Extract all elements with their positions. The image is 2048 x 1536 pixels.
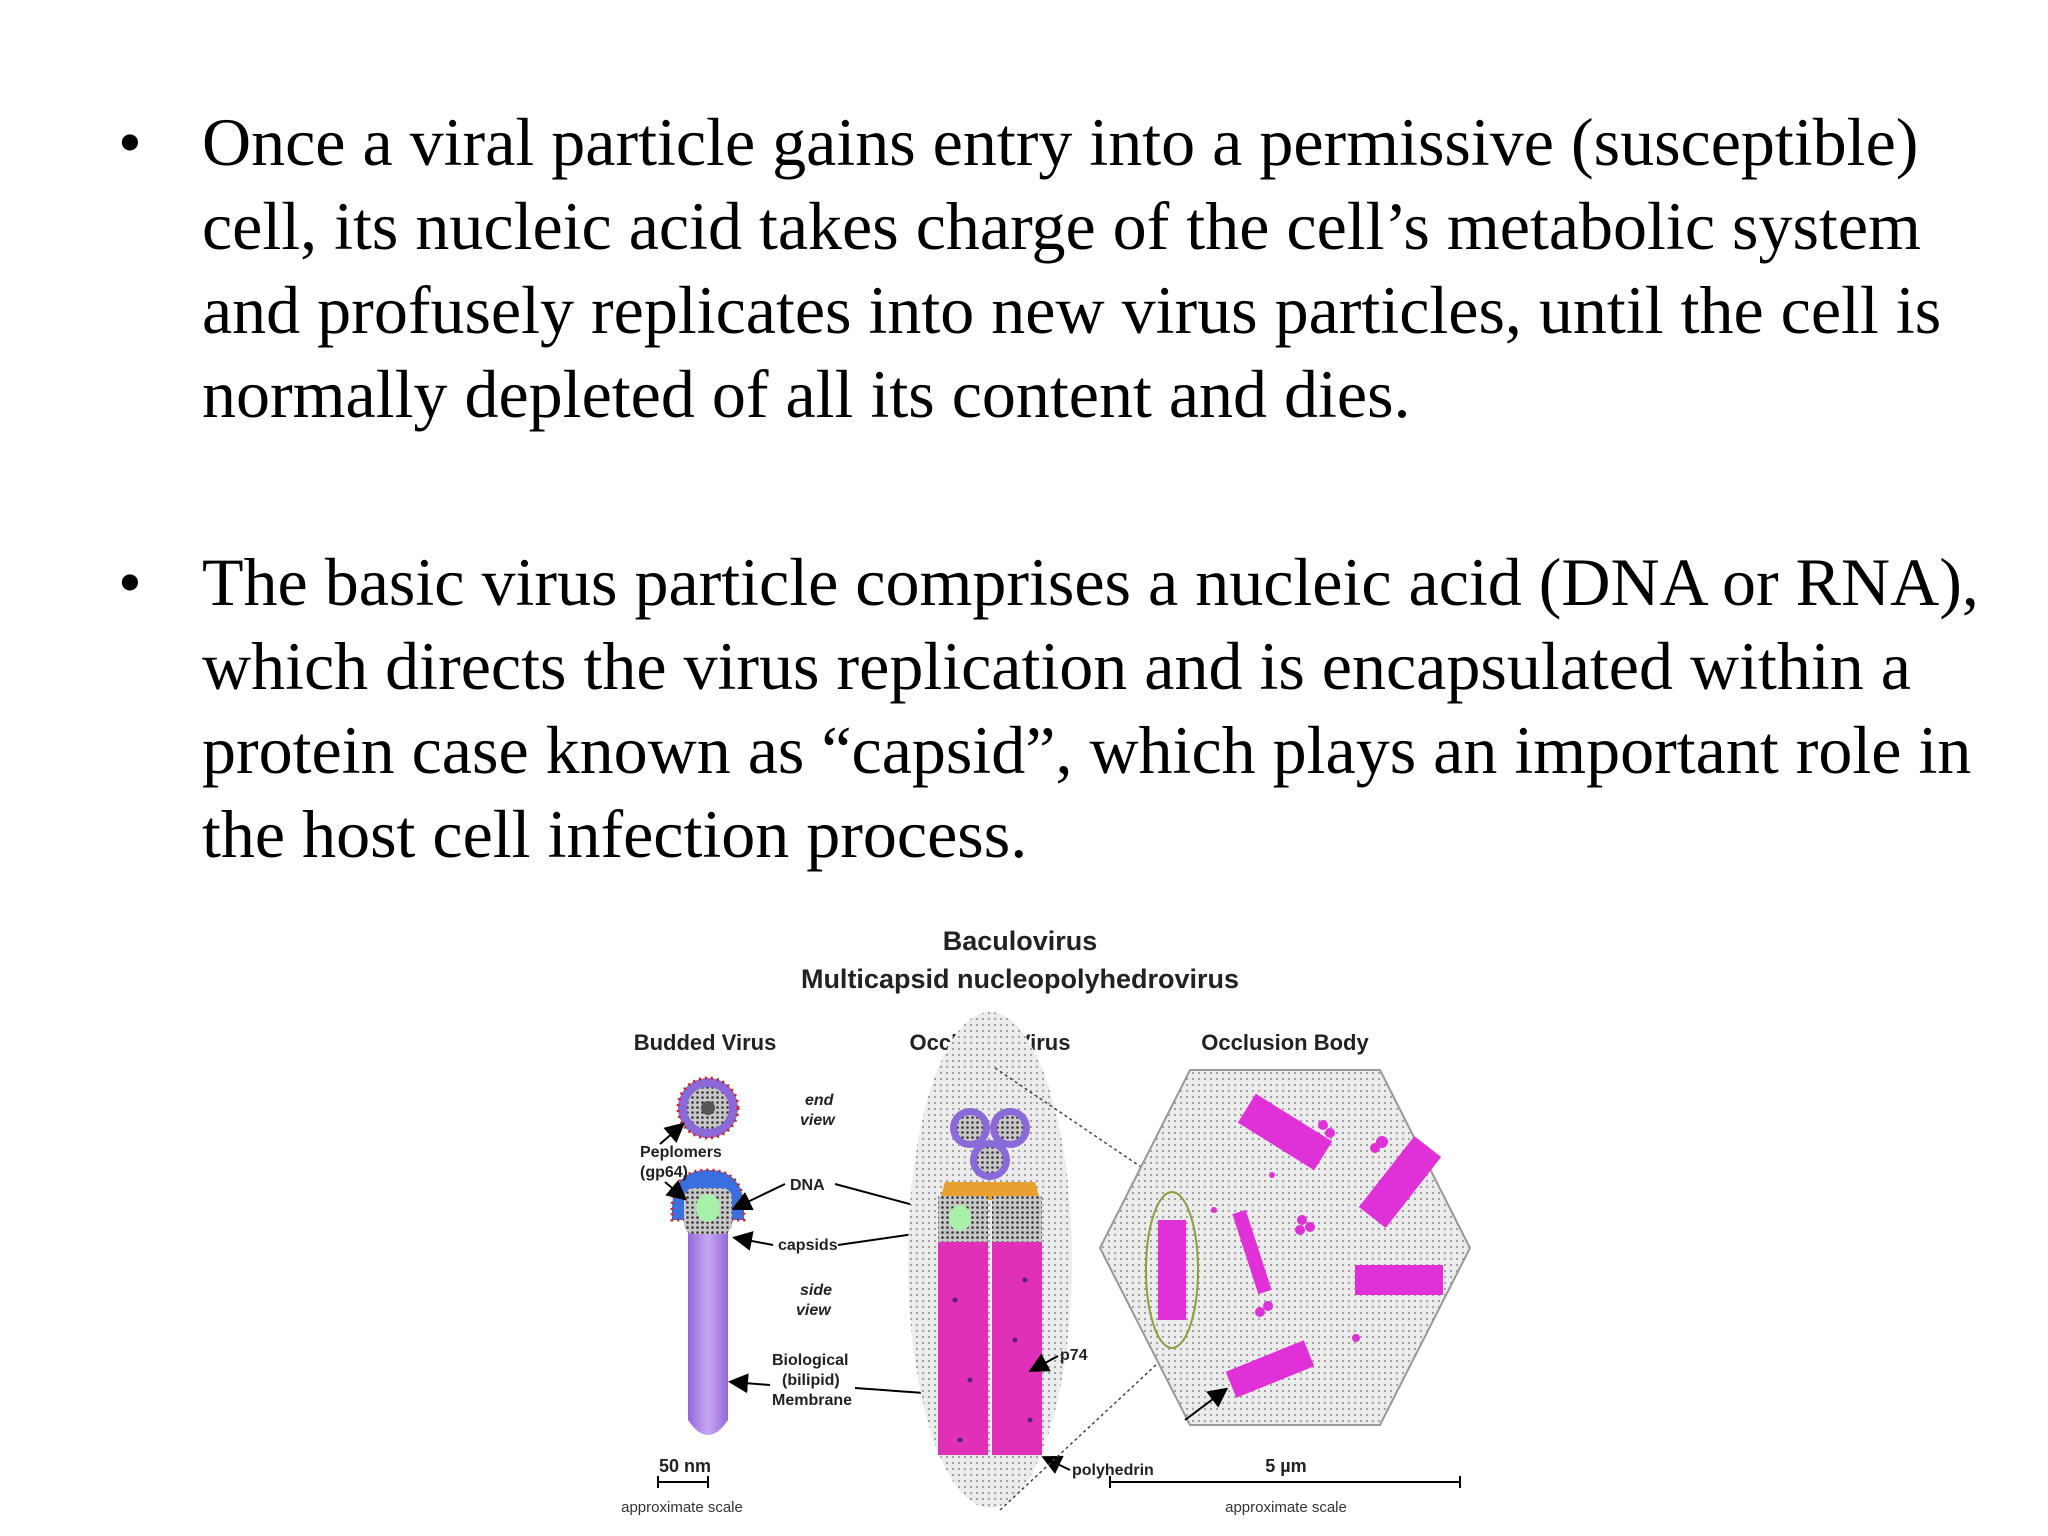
- scale-bar-left: [657, 1476, 709, 1488]
- occlusion-body: [1098, 1069, 1472, 1426]
- label-bilipid: (bilipid): [782, 1372, 840, 1389]
- budded-virus-side-view: [670, 1168, 746, 1435]
- label-membrane: Membrane: [772, 1392, 852, 1409]
- column-budded-virus: Budded Virus: [634, 1030, 777, 1055]
- diagram-subtitle: Multicapsid nucleopolyhedrovirus: [801, 964, 1239, 994]
- bullet-text: The basic virus particle comprises a nuc…: [202, 544, 1979, 872]
- label-end-view: view: [800, 1112, 836, 1129]
- bullet-item: • The basic virus particle comprises a n…: [118, 540, 1998, 876]
- bullet-text: Once a viral particle gains entry into a…: [202, 104, 1942, 432]
- label-side-view: view: [796, 1302, 832, 1319]
- label-gp64: (gp64): [640, 1164, 688, 1181]
- label-biological: Biological: [772, 1352, 848, 1369]
- bullet-marker: •: [118, 104, 142, 180]
- label-capsids: capsids: [778, 1237, 838, 1254]
- label-p74: p74: [1060, 1347, 1088, 1364]
- scale-right-caption: approximate scale: [1225, 1499, 1347, 1516]
- diagram-title: Baculovirus: [943, 926, 1098, 956]
- scale-bar-right: [1109, 1476, 1461, 1488]
- column-occlusion-body: Occlusion Body: [1201, 1030, 1369, 1055]
- label-dna: DNA: [790, 1177, 825, 1194]
- scale-left-value: 50 nm: [659, 1456, 711, 1476]
- baculovirus-diagram: Baculovirus Multicapsid nucleopolyhedrov…: [621, 926, 1472, 1516]
- bullet-marker: •: [118, 544, 142, 620]
- bullet-item: • Once a viral particle gains entry into…: [118, 100, 1998, 436]
- label-peplomers: Peplomers: [640, 1144, 722, 1161]
- budded-virus-end-view: [676, 1076, 740, 1140]
- scale-right-value: 5 µm: [1265, 1456, 1306, 1476]
- occluded-virus: [908, 1012, 1072, 1508]
- bullet-list: • Once a viral particle gains entry into…: [118, 100, 1998, 876]
- label-polyhedrin: polyhedrin: [1072, 1462, 1154, 1479]
- label-side: side: [800, 1282, 832, 1299]
- scale-left-caption: approximate scale: [621, 1499, 743, 1516]
- label-end: end: [805, 1092, 835, 1109]
